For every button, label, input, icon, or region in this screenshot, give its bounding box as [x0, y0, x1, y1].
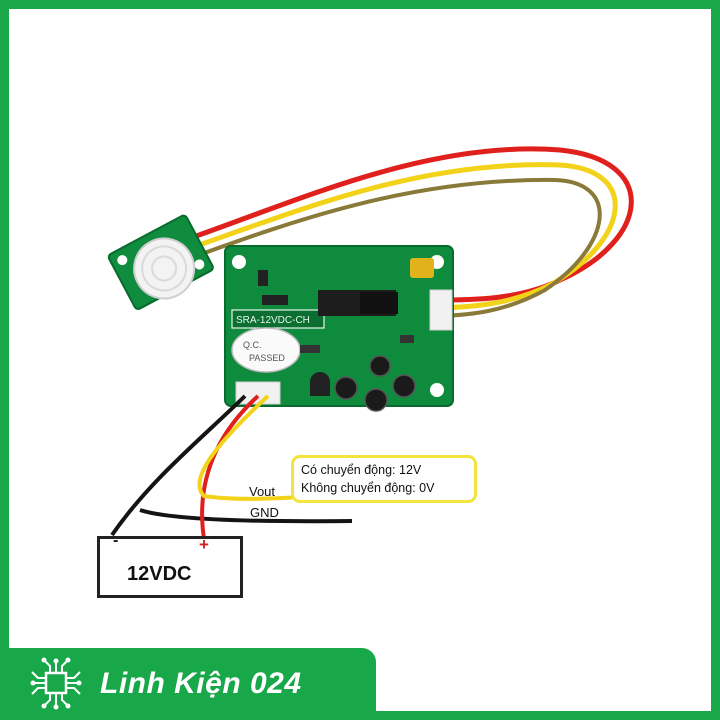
positive-terminal-symbol: + [199, 535, 209, 554]
circuit-chip-icon [30, 657, 82, 710]
svg-text:SRA-12VDC-CH: SRA-12VDC-CH [236, 315, 310, 326]
red-wire-top [184, 146, 634, 303]
main-pcb: SRA-12VDC-CH Q.C. PASSED GL105°C [224, 245, 454, 412]
vout-label: Vout [249, 484, 276, 499]
brand-name: Linh Kiện 024 [100, 667, 302, 700]
power-supply-box [97, 536, 243, 598]
svg-text:PASSED: PASSED [249, 353, 285, 363]
pir-sensor [107, 214, 214, 310]
power-supply-label: 12VDC [127, 563, 192, 585]
callout-line-no-motion: Không chuyển động: 0V [301, 481, 435, 495]
yellow-wire-top [184, 162, 618, 311]
callout-line-motion: Có chuyển động: 12V [301, 463, 422, 477]
black-wire-top [184, 177, 602, 318]
red-wire-out [200, 394, 260, 546]
black-wire-gnd [139, 508, 353, 524]
brand-banner [0, 648, 376, 720]
black-wire-out [110, 394, 247, 537]
gnd-label: GND [250, 505, 279, 520]
yellow-wire-out [197, 394, 301, 501]
svg-text:Q.C.: Q.C. [243, 340, 262, 350]
callout-box: Có chuyển động: 12V Không chuyển động: 0… [291, 455, 477, 503]
negative-terminal-symbol: - [113, 532, 119, 549]
